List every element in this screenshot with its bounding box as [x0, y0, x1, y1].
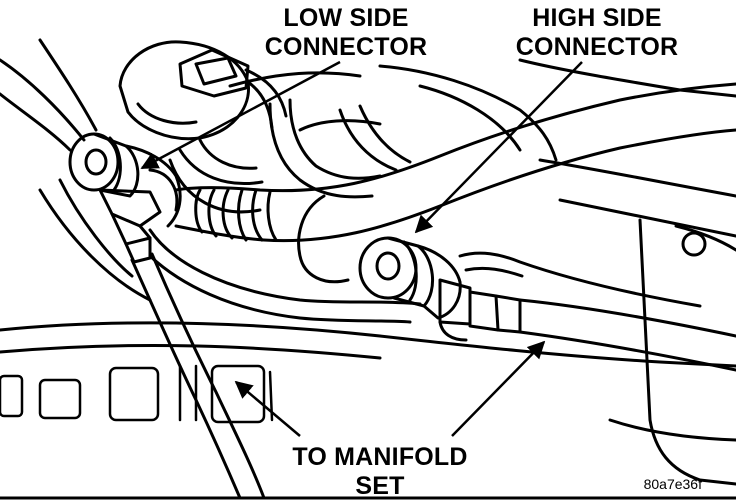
high-side-gauge-hose [458, 251, 736, 372]
manifold-label-line-2: SET [355, 472, 405, 500]
central-ac-hose [174, 82, 736, 284]
manifold-arrow-right [451, 340, 546, 437]
panel-vents [0, 364, 274, 424]
high-side-connector-label: HIGH SIDE CONNECTOR [504, 4, 690, 62]
housing-background [0, 58, 736, 500]
low-side-label-line-1: LOW SIDE [283, 4, 409, 32]
high-side-service-port [358, 236, 522, 342]
low-side-label-line-2: CONNECTOR [264, 33, 428, 61]
low-side-service-port [68, 132, 182, 264]
manifold-label-line-1: TO MANIFOLD [292, 443, 468, 471]
manifold-arrow-left [234, 380, 301, 437]
low-side-gauge-hose [0, 38, 266, 500]
high-side-pipe [148, 98, 422, 324]
high-side-label-line-1: HIGH SIDE [532, 4, 662, 32]
high-side-arrow [414, 61, 583, 234]
to-manifold-set-label: TO MANIFOLD SET [270, 443, 490, 501]
low-side-arrow [140, 60, 341, 170]
high-side-label-line-2: CONNECTOR [515, 33, 679, 61]
low-side-connector-label: LOW SIDE CONNECTOR [256, 4, 436, 62]
figure-code: 80a7e36f [643, 476, 702, 492]
callout-arrows [140, 60, 583, 437]
